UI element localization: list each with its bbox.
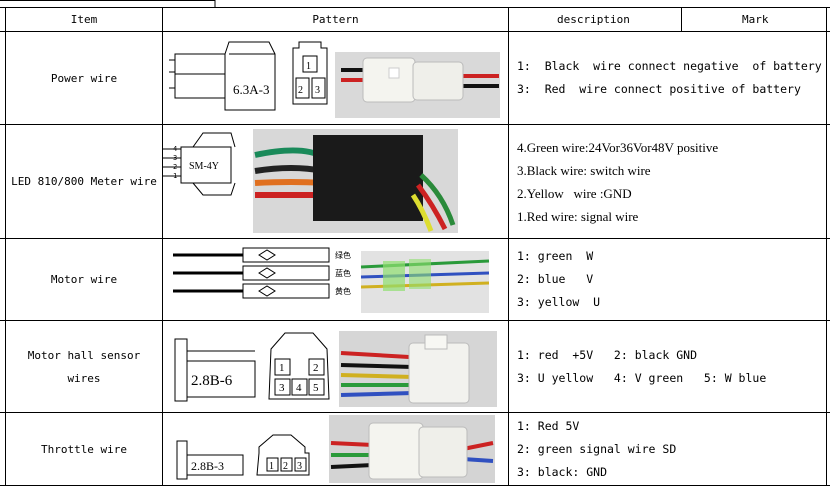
throttle-desc-line: 2: green signal wire SD (517, 441, 677, 456)
throttle-desc-line: 3: black: GND (517, 464, 608, 479)
row-hall-description: 1: red +5V 2: black GND 3: U yellow 4: V… (509, 321, 826, 412)
meter-connector-diagram: SM-4Y 4 3 2 1 (163, 129, 458, 233)
header-mark: Mark (742, 13, 769, 26)
hall-pin-2: 2 (313, 362, 319, 374)
meter-desc-line: 2.Yellow wire :GND (517, 185, 632, 201)
row-meter-description: 4.Green wire:24Vor36Vor48V positive 3.Bl… (509, 125, 826, 238)
hall-desc-line: 3: U yellow 4: V green 5: W blue (517, 370, 767, 385)
meter-connector-photo (253, 129, 458, 233)
motor-wire-color-1: 绿色 (335, 250, 351, 260)
throttle-pin-1: 1 (269, 461, 274, 472)
row-motor-description: 1: green W 2: blue V 3: yellow U (509, 239, 826, 320)
power-connector-diagram: 6.3A-3 1 2 3 (169, 41, 500, 118)
hall-connector-label: 2.8B-6 (191, 373, 233, 389)
header-description: description (557, 13, 630, 26)
throttle-pin-2: 2 (283, 461, 288, 472)
hall-connector-photo (339, 331, 497, 407)
motor-desc-line: 2: blue V (517, 272, 594, 286)
row-motor-item: Motor wire (50, 273, 118, 286)
meter-desc-line: 1.Red wire: signal wire (517, 208, 639, 224)
motor-desc-line: 1: green W (517, 249, 594, 263)
meter-desc-line: 4.Green wire:24Vor36Vor48V positive (517, 139, 719, 155)
row-power-description: 1: Black wire connect negative of batter… (509, 32, 826, 124)
hall-pin-1: 1 (279, 362, 285, 374)
motor-wire-color-3: 黄色 (335, 286, 351, 296)
throttle-connector-diagram: 2.8B-3 1 2 3 (176, 415, 495, 483)
hall-desc-line: 1: red +5V 2: black GND (517, 347, 698, 362)
motor-wire-diagram: 绿色 蓝色 黄色 (173, 247, 490, 313)
meter-desc-line: 3.Black wire: switch wire (517, 162, 651, 178)
row-hall-item: Motor hall sensor wires (6, 321, 162, 412)
power-connector-photo (335, 52, 500, 118)
row-power-item: Power wire (50, 71, 118, 85)
power-pin-2: 2 (298, 85, 303, 96)
hall-pin-3: 3 (279, 382, 285, 394)
header-pattern: Pattern (312, 13, 359, 26)
throttle-connector-label: 2.8B-3 (191, 459, 224, 473)
hall-item-line: Motor hall sensor (27, 348, 141, 362)
power-pin-3: 3 (315, 85, 320, 96)
throttle-desc-line: 1: Red 5V (517, 418, 580, 433)
motor-wire-photo (360, 251, 490, 313)
power-desc-line: 1: Black wire connect negative of batter… (517, 59, 822, 73)
hall-pin-4: 4 (296, 382, 302, 394)
row-throttle-item: Throttle wire (40, 442, 128, 456)
throttle-pin-3: 3 (297, 461, 302, 472)
motor-wire-color-2: 蓝色 (335, 268, 351, 278)
header-item: Item (70, 13, 98, 26)
meter-connector-label: SM-4Y (189, 161, 219, 172)
row-throttle-description: 1: Red 5V 2: green signal wire SD 3: bla… (509, 413, 826, 485)
hall-item-line: wires (67, 371, 101, 385)
row-meter-item: LED 810/800 Meter wire (11, 175, 157, 188)
motor-desc-line: 3: yellow U (517, 295, 601, 309)
power-pin-1: 1 (306, 61, 311, 72)
power-desc-line: 3: Red wire connect positive of battery (517, 82, 801, 96)
throttle-connector-photo (329, 415, 495, 483)
hall-pin-5: 5 (313, 382, 319, 394)
hall-connector-diagram: 2.8B-6 1 2 3 4 5 (174, 331, 497, 407)
power-connector-label: 6.3A-3 (233, 82, 269, 97)
